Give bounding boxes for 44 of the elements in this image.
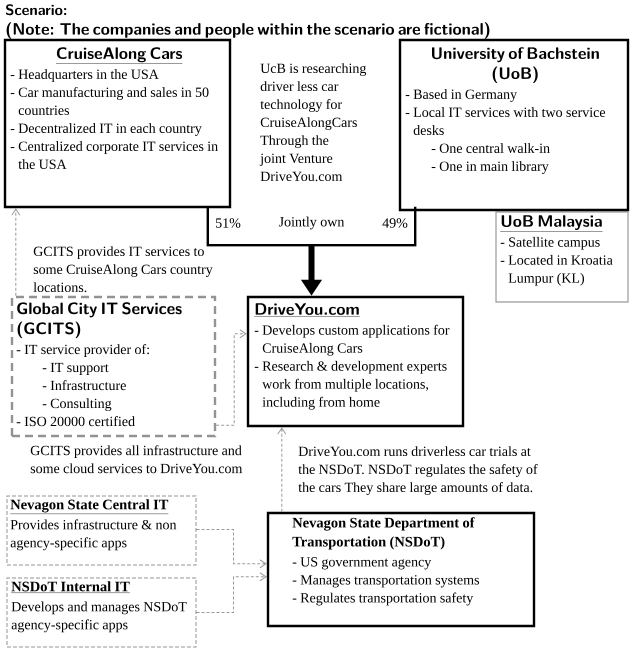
- heading: Nevagon State Central IT: [10, 499, 169, 514]
- edge-label: GCITS provides IT services to some CruiseAlong Cars country locations.: [33, 246, 213, 292]
- list-item: - Manages transportation systems: [292, 575, 479, 588]
- list-item: Develops and manages NSDoT agency-specific apps: [12, 602, 187, 632]
- heading: Nevagon State Department of Transportation (NSDoT): [292, 517, 475, 550]
- list-item: - Headquarters in the USA: [10, 69, 159, 82]
- description-text: UcB is researching driver less car technology for CruiseAlongCars Through the joint Venture DriveYou.com: [260, 63, 366, 182]
- list-item: - IT service provider of:: [16, 344, 149, 357]
- heading: Global City IT Services (GCITS): [17, 302, 182, 338]
- note-text: GCITS provides all infrastructure and some cloud services to DriveYou.com: [30, 445, 242, 474]
- list-item: - One central walk-in: [432, 143, 550, 153]
- list-item: - Car manufacturing and sales in 50 countries: [10, 87, 208, 115]
- list-item: - Consulting: [42, 398, 112, 412]
- list-item: - Decentralized IT in each country: [10, 123, 202, 136]
- list-item: - Develops custom applications for CruiseAlong Cars: [254, 324, 450, 356]
- heading: University of Bachstein (UoB): [432, 47, 599, 83]
- connector-arrow: [11, 208, 20, 296]
- ownership-label: Jointly own: [278, 216, 344, 230]
- title: Scenario:: [6, 4, 66, 16]
- list-item: - Located in Kroatia Lumpur (KL): [500, 254, 613, 286]
- heading: DriveYou.com: [254, 303, 360, 316]
- heading: UoB Malaysia: [500, 215, 603, 232]
- list-item: - Regulates transportation safety: [292, 592, 474, 606]
- heading: NSDoT Internal IT: [11, 581, 130, 593]
- note-text: (Note: The companies and people within the scenario are fictional): [6, 22, 490, 39]
- list-item: - Research & development experts work from multiple locations, including from home: [254, 360, 447, 410]
- list-item: - US government agency: [292, 557, 432, 570]
- list-item: - Centralized corporate IT services in the USA: [10, 141, 218, 169]
- list-item: - One in main library: [432, 161, 549, 174]
- list-item: - IT support: [42, 362, 109, 375]
- list-item: Provides infrastructure & non agency-specific apps: [10, 519, 176, 550]
- list-item: - Based in Germany: [406, 89, 517, 102]
- connector-arrow: [196, 572, 267, 613]
- connector-arrow: [196, 529, 267, 568]
- connector-arrow: [216, 329, 247, 426]
- heading: CruiseAlong Cars: [56, 47, 183, 64]
- ownership-label: 49%: [382, 218, 408, 228]
- ownership-label: 51%: [216, 218, 240, 228]
- edge-label: DriveYou.com runs driverless car trials at the NSDoT. NSDoT regulates the safety of the cars They share large amounts of data.: [298, 446, 538, 495]
- list-item: - ISO 20000 certified: [16, 416, 135, 426]
- list-item: - Local IT services with two service desks: [406, 107, 606, 135]
- list-item: - Infrastructure: [42, 380, 126, 390]
- list-item: - Satellite campus: [500, 236, 600, 250]
- connector-arrow: [277, 427, 286, 512]
